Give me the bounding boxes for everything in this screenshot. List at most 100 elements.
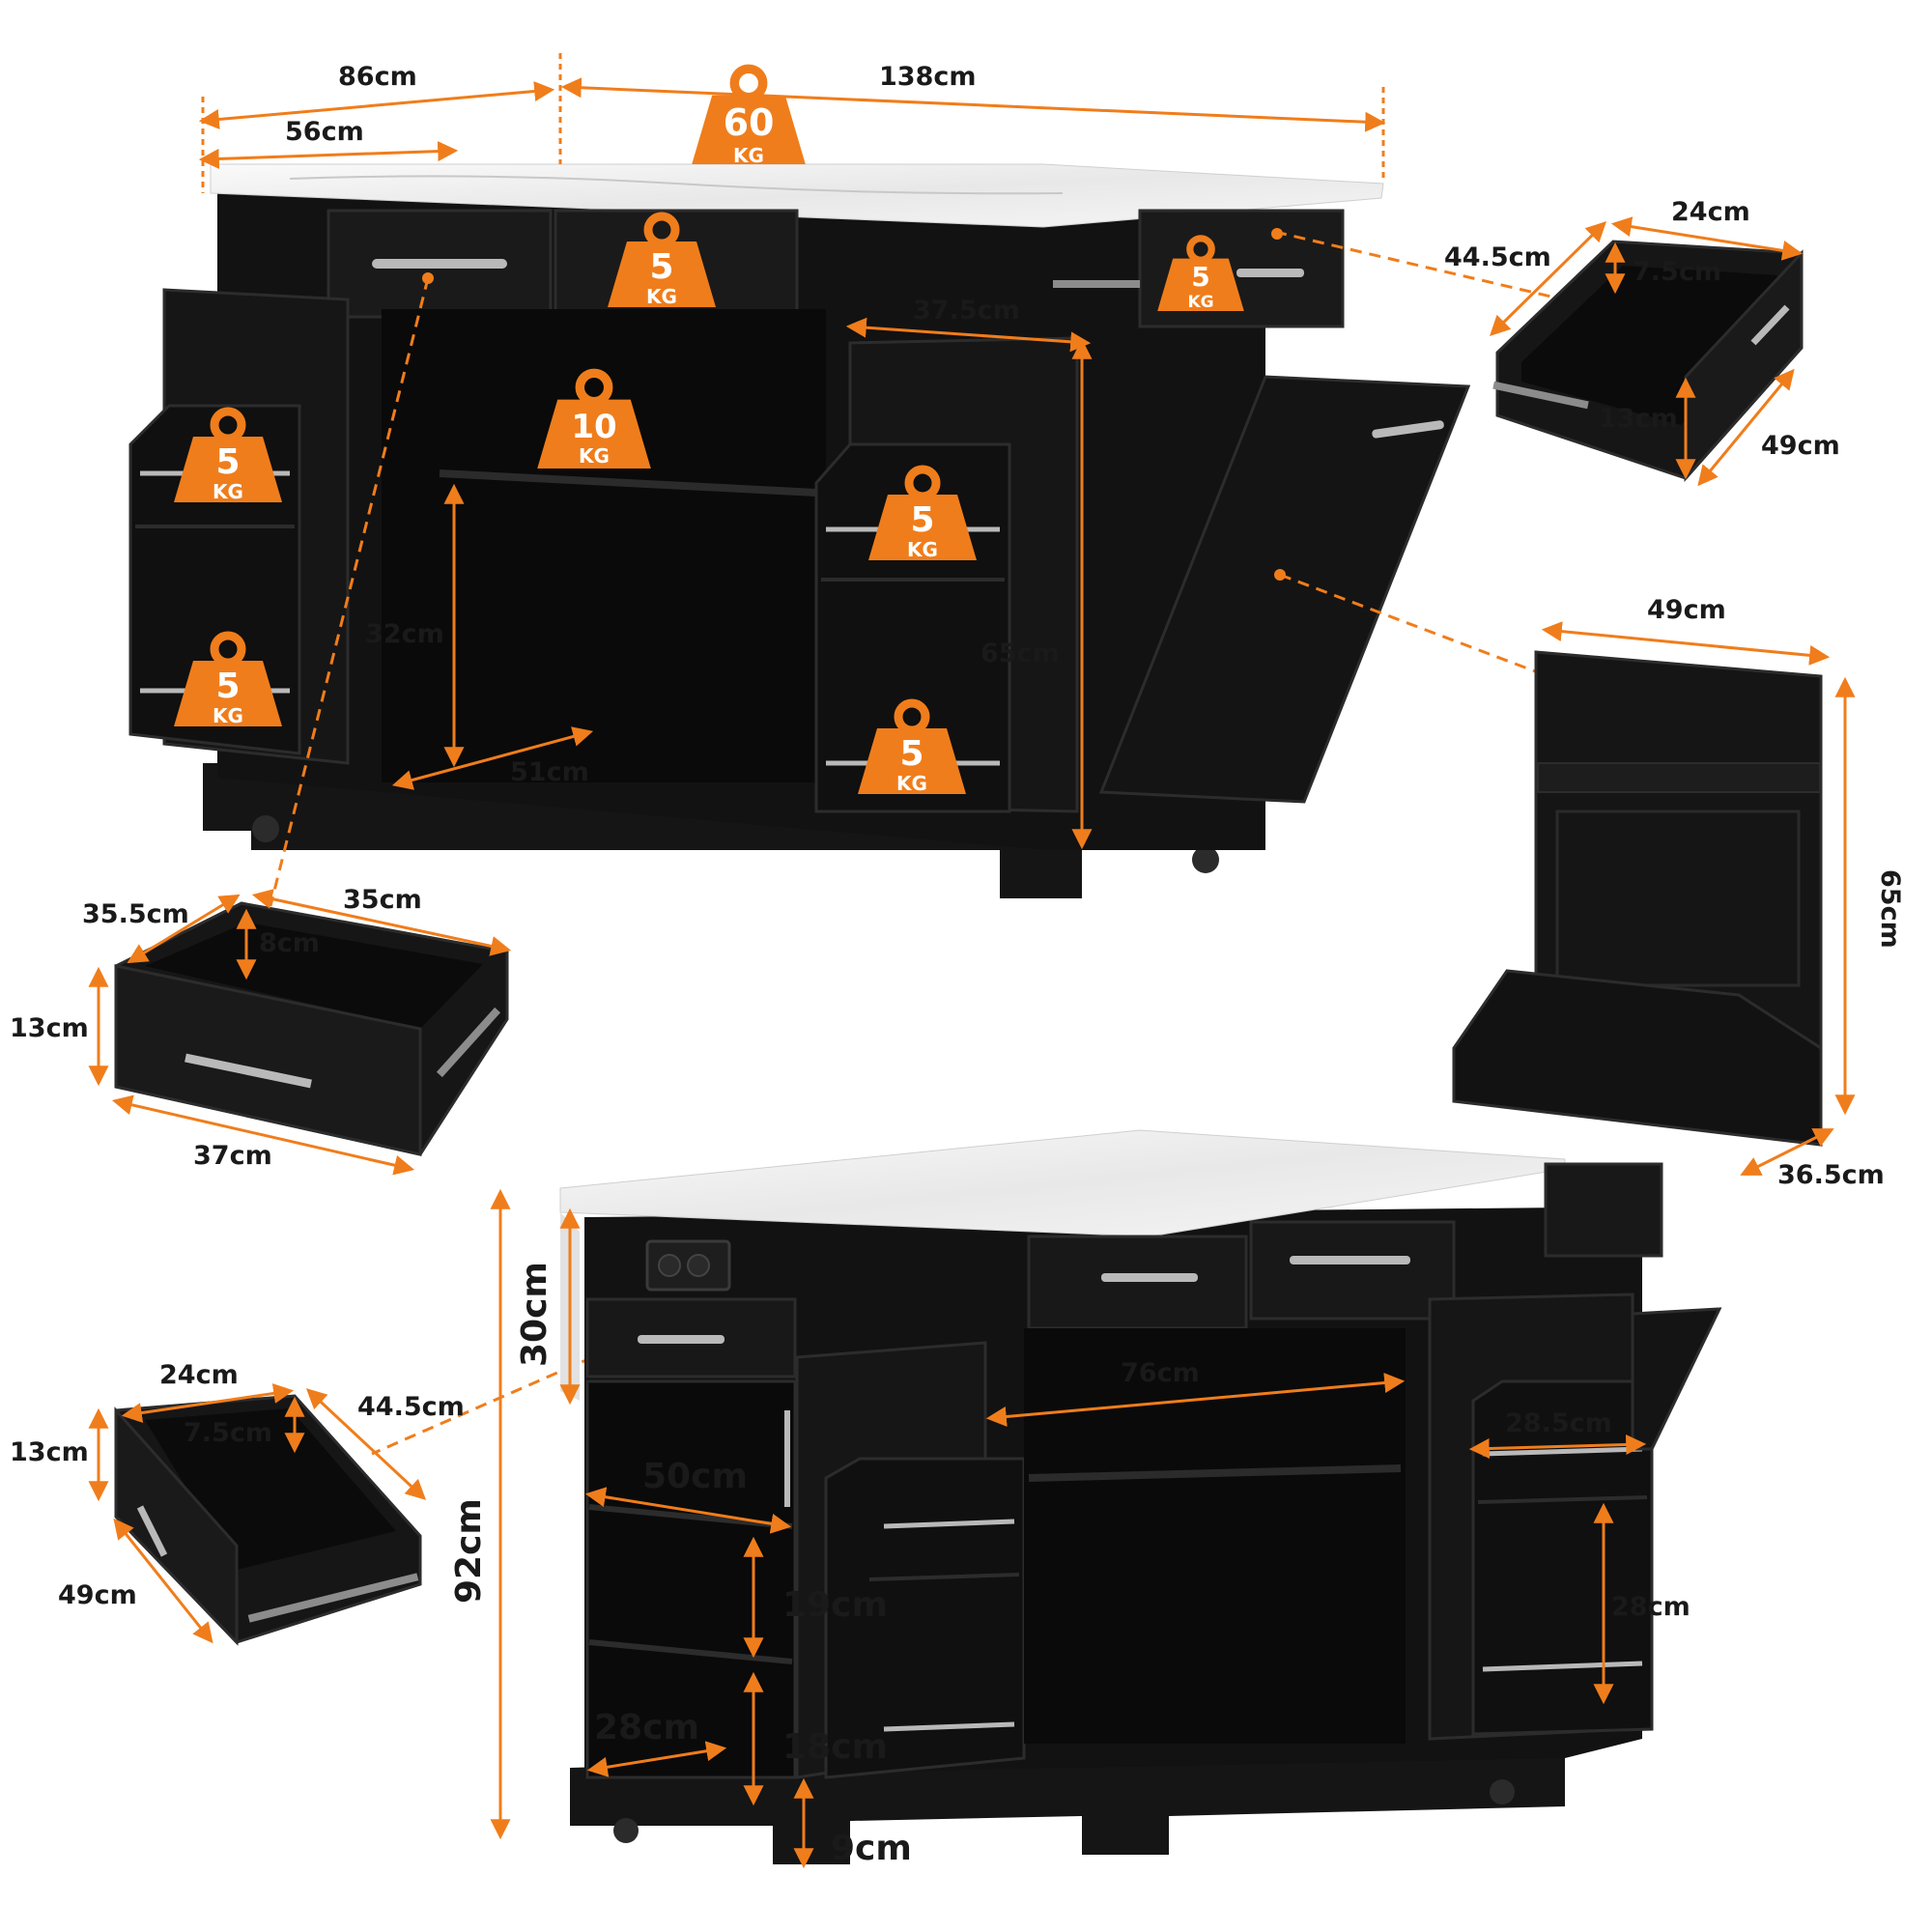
leader-dot bbox=[1271, 228, 1283, 240]
dim-label-35: 35cm bbox=[343, 885, 422, 915]
dim-label-37: 37cm bbox=[193, 1141, 272, 1171]
dim-line-51 bbox=[391, 726, 594, 790]
dim-label-32: 32cm bbox=[365, 619, 444, 649]
dimension-lines-door-panel bbox=[1541, 621, 1856, 1176]
door-panel-inset bbox=[1555, 810, 1801, 987]
dim-label-28-5: 28.5cm bbox=[1505, 1408, 1612, 1438]
dim-label-76: 76cm bbox=[1121, 1358, 1200, 1388]
dim-label-36-5: 36.5cm bbox=[1777, 1160, 1885, 1190]
dim-label-44-5: 44.5cm bbox=[1444, 242, 1551, 272]
leader-dot bbox=[422, 272, 434, 284]
drawer-slide bbox=[436, 1007, 501, 1078]
weight-unit: KG bbox=[907, 538, 938, 561]
dim-label-138: 138cm bbox=[879, 62, 977, 92]
caster-wheel bbox=[613, 1818, 639, 1843]
dim-line-49 bbox=[1697, 368, 1795, 487]
outlet-socket bbox=[658, 1254, 681, 1277]
dimension-lines-bottom bbox=[490, 1188, 1647, 1869]
dim-line-86 bbox=[198, 81, 555, 129]
dim-label-13: 13cm bbox=[10, 1437, 89, 1467]
drawer-handle bbox=[1101, 1273, 1198, 1282]
dim-line-37 bbox=[111, 1094, 415, 1176]
drawer-handle bbox=[185, 1053, 312, 1089]
weight-value: 5 bbox=[910, 500, 934, 540]
weight-badge-center-shelf: 10 KG bbox=[537, 373, 651, 469]
marble-countertop bbox=[210, 163, 1384, 228]
drawer-handle bbox=[372, 259, 507, 269]
leader-dot bbox=[1274, 569, 1286, 581]
dim-label-92: 92cm bbox=[449, 1498, 489, 1604]
caster-wheel bbox=[1490, 1779, 1515, 1804]
marble-vein bbox=[289, 175, 1064, 195]
drawer-slide bbox=[247, 1573, 419, 1623]
drawer-handle bbox=[638, 1335, 724, 1344]
island-main-view bbox=[128, 163, 1471, 898]
weight-value: 5 bbox=[215, 442, 240, 482]
weight-unit: KG bbox=[733, 144, 764, 167]
dim-label-44-5: 44.5cm bbox=[357, 1392, 465, 1422]
dim-label-49: 49cm bbox=[1647, 595, 1726, 625]
dim-label-65: 65cm bbox=[980, 639, 1060, 668]
weight-badge-right-rack-upper: 5 KG bbox=[868, 469, 977, 561]
open-side-drawer bbox=[1544, 1162, 1663, 1258]
outlet-socket bbox=[687, 1254, 710, 1277]
dim-label-9: 9cm bbox=[831, 1829, 912, 1868]
drawer-handle bbox=[1750, 304, 1790, 346]
dim-label-28: 28cm bbox=[1611, 1592, 1690, 1622]
dimension-lines-drawer-left bbox=[88, 889, 512, 1176]
island-rear-view bbox=[559, 1129, 1722, 1864]
dim-label-19: 19cm bbox=[782, 1585, 888, 1625]
dim-line-56 bbox=[198, 141, 459, 169]
weight-value: 5 bbox=[649, 247, 673, 287]
drawer-slide bbox=[1053, 280, 1140, 288]
dim-label-7-5: 7.5cm bbox=[1633, 257, 1721, 287]
rack-bar bbox=[1482, 1661, 1643, 1672]
dim-label-18: 18cm bbox=[782, 1727, 888, 1767]
dim-line-35 bbox=[251, 889, 512, 956]
tilt-out-door bbox=[1098, 375, 1471, 804]
dimension-lines-drawer-lower-left bbox=[88, 1317, 682, 1644]
drawer-slide bbox=[1492, 381, 1589, 410]
dim-label-24: 24cm bbox=[159, 1360, 239, 1390]
dim-label-7-5: 7.5cm bbox=[184, 1418, 272, 1448]
weight-unit: KG bbox=[1187, 293, 1213, 312]
dim-line-28 bbox=[586, 1741, 727, 1777]
dim-line-24 bbox=[1610, 216, 1804, 261]
dim-line-49 bbox=[1541, 621, 1831, 666]
dim-label-86: 86cm bbox=[338, 62, 417, 92]
caster-wheel bbox=[1192, 846, 1219, 873]
door-bin bbox=[1452, 969, 1823, 1147]
shelf bbox=[588, 1639, 793, 1664]
drawer-inner bbox=[145, 1408, 396, 1570]
weight-value: 10 bbox=[571, 408, 616, 446]
dim-line-37-5 bbox=[845, 317, 1092, 353]
door-panel-rail bbox=[1537, 762, 1821, 793]
tilt-out-door bbox=[1631, 1307, 1722, 1451]
dim-line-28-5 bbox=[1468, 1434, 1647, 1460]
weight-badge-drawer-right: 5 KG bbox=[1157, 239, 1244, 312]
weight-value: 60 bbox=[724, 101, 775, 144]
dim-label-24: 24cm bbox=[1671, 197, 1750, 227]
dim-label-28: 28cm bbox=[594, 1708, 699, 1747]
rack-shelf bbox=[868, 1573, 1020, 1581]
weight-unit: KG bbox=[579, 444, 610, 468]
caster-wheel bbox=[252, 815, 279, 842]
dim-line-138 bbox=[560, 77, 1386, 132]
weight-badge-left-rack-lower: 5 KG bbox=[174, 636, 282, 727]
dim-label-49: 49cm bbox=[1761, 431, 1840, 461]
weight-unit: KG bbox=[646, 285, 677, 308]
dim-line-24 bbox=[121, 1383, 295, 1423]
dim-line-44-5 bbox=[305, 1388, 427, 1500]
dim-line-35-5 bbox=[127, 894, 241, 964]
dim-label-35-5: 35.5cm bbox=[82, 899, 189, 929]
dim-label-8: 8cm bbox=[259, 928, 320, 958]
drawer-handle bbox=[1236, 269, 1304, 277]
leader-dashed bbox=[269, 277, 430, 907]
weight-value: 5 bbox=[1191, 261, 1209, 293]
weight-unit: KG bbox=[213, 704, 243, 727]
weight-unit: KG bbox=[213, 480, 243, 503]
drawer-handle bbox=[1290, 1256, 1410, 1264]
dim-label-49: 49cm bbox=[58, 1580, 137, 1610]
weight-value: 5 bbox=[215, 667, 240, 706]
